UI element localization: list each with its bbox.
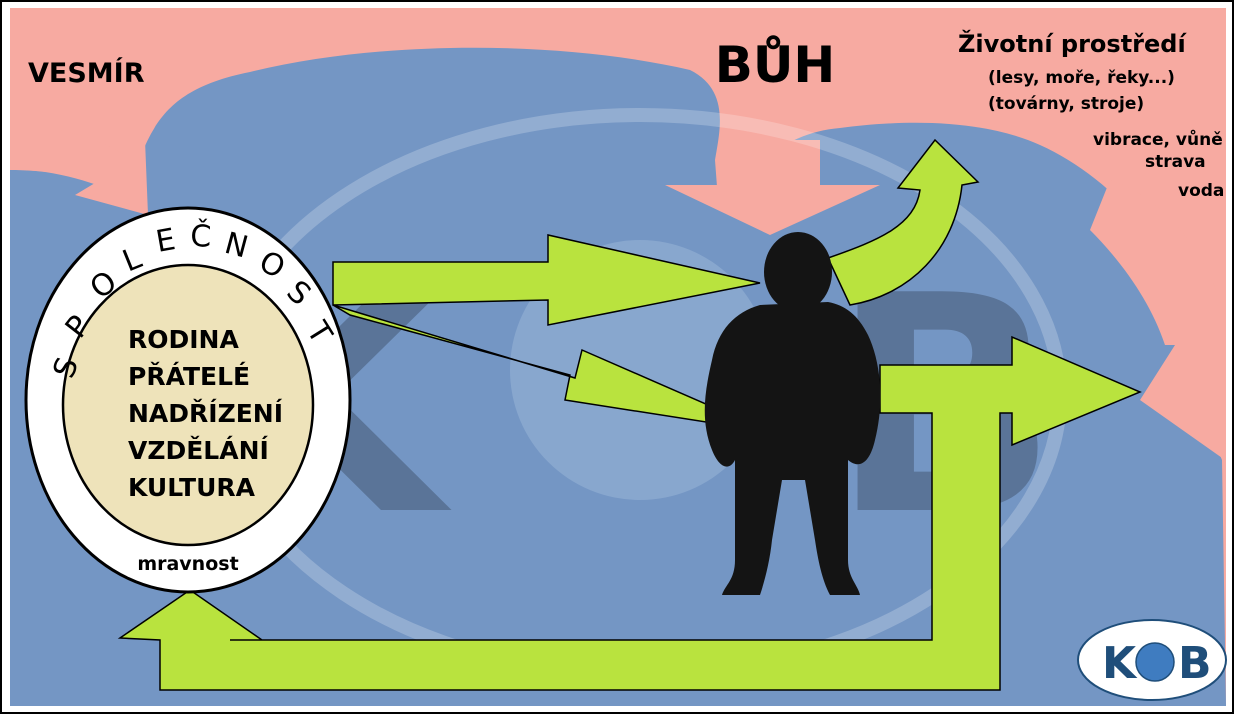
lesy-label: (lesy, moře, řeky...)	[988, 68, 1175, 88]
pink-arrow-left	[10, 120, 148, 215]
voda-label: voda	[1178, 181, 1224, 201]
society-inner-list: RODINA PŘÁTELÉ NADŘÍZENÍ VZDĚLÁNÍ KULTUR…	[128, 325, 283, 502]
inner-item-nadrizeni: NADŘÍZENÍ	[128, 399, 283, 428]
society-circle	[24, 206, 352, 594]
pink-arrow-right	[1090, 180, 1226, 460]
green-arrows	[117, 138, 1142, 691]
person-silhouette	[704, 232, 881, 595]
inner-item-pratele: PŘÁTELÉ	[128, 362, 250, 391]
mravnost-label: mravnost	[137, 553, 238, 575]
tovarny-label: (továrny, stroje)	[988, 94, 1144, 114]
logo-b: B	[1178, 638, 1212, 689]
inner-item-vzdelani: VZDĚLÁNÍ	[128, 436, 269, 465]
strava-label: strava	[1145, 152, 1206, 172]
vibrace-label: vibrace, vůně	[1093, 128, 1223, 150]
vesmir-label: VESMÍR	[28, 57, 145, 89]
spolecnost-letter: Č	[190, 217, 212, 255]
arrow-society-to-person	[332, 234, 761, 326]
inner-item-kultura: KULTURA	[128, 473, 256, 502]
buh-label: BŮH	[715, 35, 836, 94]
inner-item-rodina: RODINA	[128, 325, 239, 354]
logo-k: K	[1102, 638, 1138, 689]
pink-arrow-down	[665, 140, 880, 235]
arrow-person-to-right	[117, 335, 1142, 691]
arrow-society-to-person-diagonal	[332, 304, 771, 433]
globe-icon	[1135, 642, 1175, 682]
arrow-person-to-environment	[826, 138, 980, 306]
zivotni-prostredi-label: Životní prostředí	[958, 29, 1187, 58]
kob-logo: K B	[1077, 619, 1227, 701]
